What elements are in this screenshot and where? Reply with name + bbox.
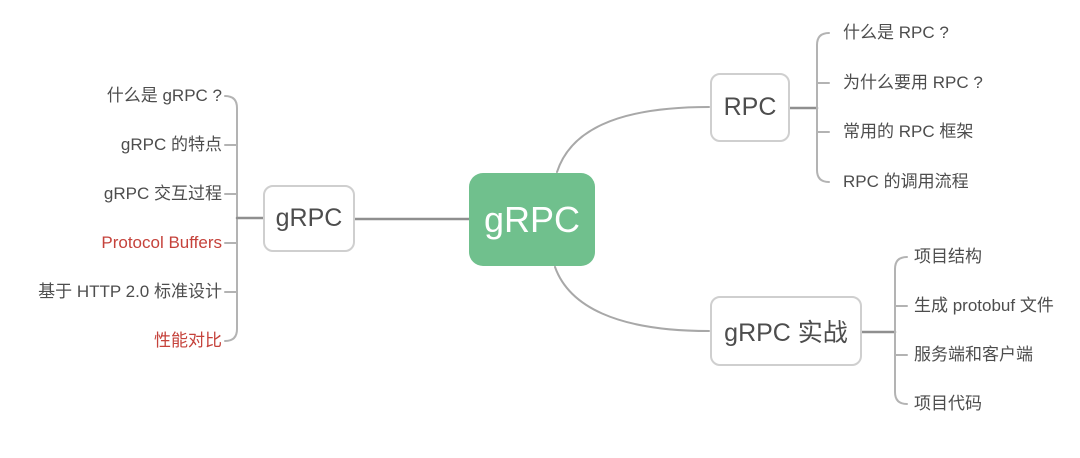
topic-grpc-interaction[interactable]: gRPC 交互过程 [103, 184, 222, 203]
topic-generate-protobuf[interactable]: 生成 protobuf 文件 [914, 296, 1054, 315]
topic-server-and-client[interactable]: 服务端和客户端 [914, 345, 1033, 364]
topic-what-is-grpc[interactable]: 什么是 gRPC ? [106, 86, 222, 105]
left-bracket-line [224, 95, 238, 342]
node-grpc-practice-label: gRPC 实战 [724, 319, 848, 347]
topic-http2-design[interactable]: 基于 HTTP 2.0 标准设计 [38, 282, 222, 301]
topic-what-is-rpc[interactable]: 什么是 RPC ? [843, 23, 949, 42]
topic-performance-compare[interactable]: 性能对比 [154, 331, 222, 350]
topic-project-code[interactable]: 项目代码 [914, 394, 982, 413]
node-root-grpc[interactable]: gRPC [469, 173, 595, 266]
topic-common-rpc-frameworks[interactable]: 常用的 RPC 框架 [843, 122, 974, 141]
node-root-grpc-label: gRPC [483, 198, 581, 240]
root-rpc-curve [556, 106, 710, 173]
node-rpc[interactable]: RPC [710, 73, 790, 142]
topic-protocol-buffers[interactable]: Protocol Buffers [101, 233, 222, 252]
root-practice-curve [554, 266, 710, 332]
rpc-bracket-line [816, 32, 830, 183]
node-rpc-label: RPC [723, 93, 777, 121]
practice-bracket-line [894, 256, 908, 405]
node-grpc-basics[interactable]: gRPC [263, 185, 355, 252]
node-grpc-basics-label: gRPC [275, 204, 343, 232]
topic-grpc-features[interactable]: gRPC 的特点 [120, 135, 222, 154]
node-grpc-practice[interactable]: gRPC 实战 [710, 296, 862, 366]
topic-rpc-call-flow[interactable]: RPC 的调用流程 [843, 172, 969, 191]
topic-project-structure[interactable]: 项目结构 [914, 247, 982, 266]
topic-why-rpc[interactable]: 为什么要用 RPC ? [843, 73, 983, 92]
